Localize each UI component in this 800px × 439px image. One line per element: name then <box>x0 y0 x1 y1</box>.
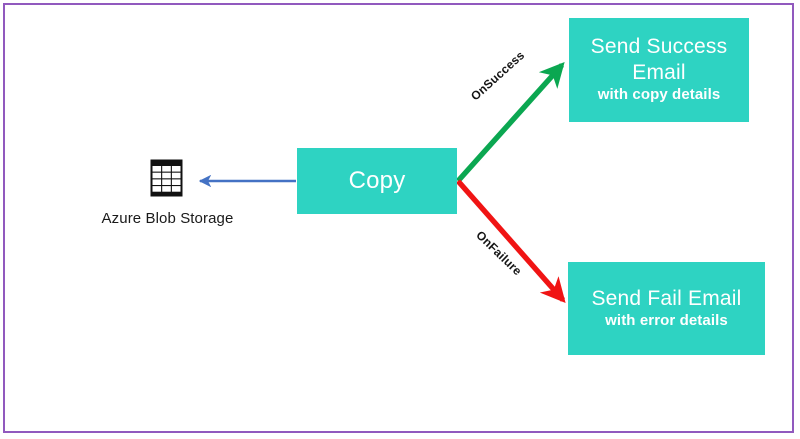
edge-copy-to-success <box>455 62 565 183</box>
node-send-fail-email-title: Send Fail Email <box>591 287 742 311</box>
node-copy[interactable]: Copy <box>297 148 457 214</box>
node-send-fail-email-subtitle: with error details <box>605 311 728 329</box>
node-send-success-email-subtitle: with copy details <box>597 85 721 103</box>
edge-copy-to-fail <box>455 179 566 303</box>
blob-storage-label: Azure Blob Storage <box>101 210 234 227</box>
node-send-fail-email[interactable]: Send Fail Email with error details <box>568 262 765 355</box>
node-copy-title: Copy <box>348 166 406 194</box>
node-send-success-email[interactable]: Send Success Email with copy details <box>569 18 749 122</box>
table-grid-icon <box>150 159 183 197</box>
node-send-success-email-title: Send Success Email <box>590 35 728 84</box>
